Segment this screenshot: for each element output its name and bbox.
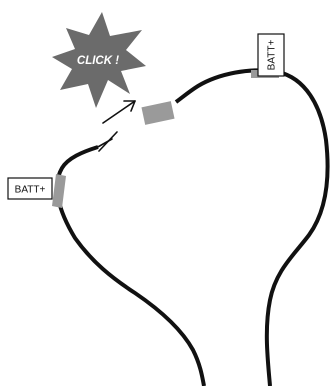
left-batt-tag: BATT+ xyxy=(7,177,53,200)
battery-wire xyxy=(55,68,330,386)
insert-arrow xyxy=(102,100,136,124)
connector xyxy=(141,101,175,125)
starburst-shape xyxy=(52,12,146,108)
right-batt-tag: BATT+ xyxy=(257,33,285,77)
arrow-shaft xyxy=(102,100,136,124)
right-tag-box xyxy=(257,33,285,77)
arrow-head xyxy=(123,100,136,112)
click-burst: CLICK ! xyxy=(52,12,146,108)
click-text: CLICK ! xyxy=(77,55,119,67)
left-sleeve xyxy=(52,174,66,208)
right-tag-label: BATT+ xyxy=(267,40,278,71)
wire-end xyxy=(95,131,118,152)
left-tag-box xyxy=(7,177,53,200)
left-tag-label: BATT+ xyxy=(15,185,46,196)
